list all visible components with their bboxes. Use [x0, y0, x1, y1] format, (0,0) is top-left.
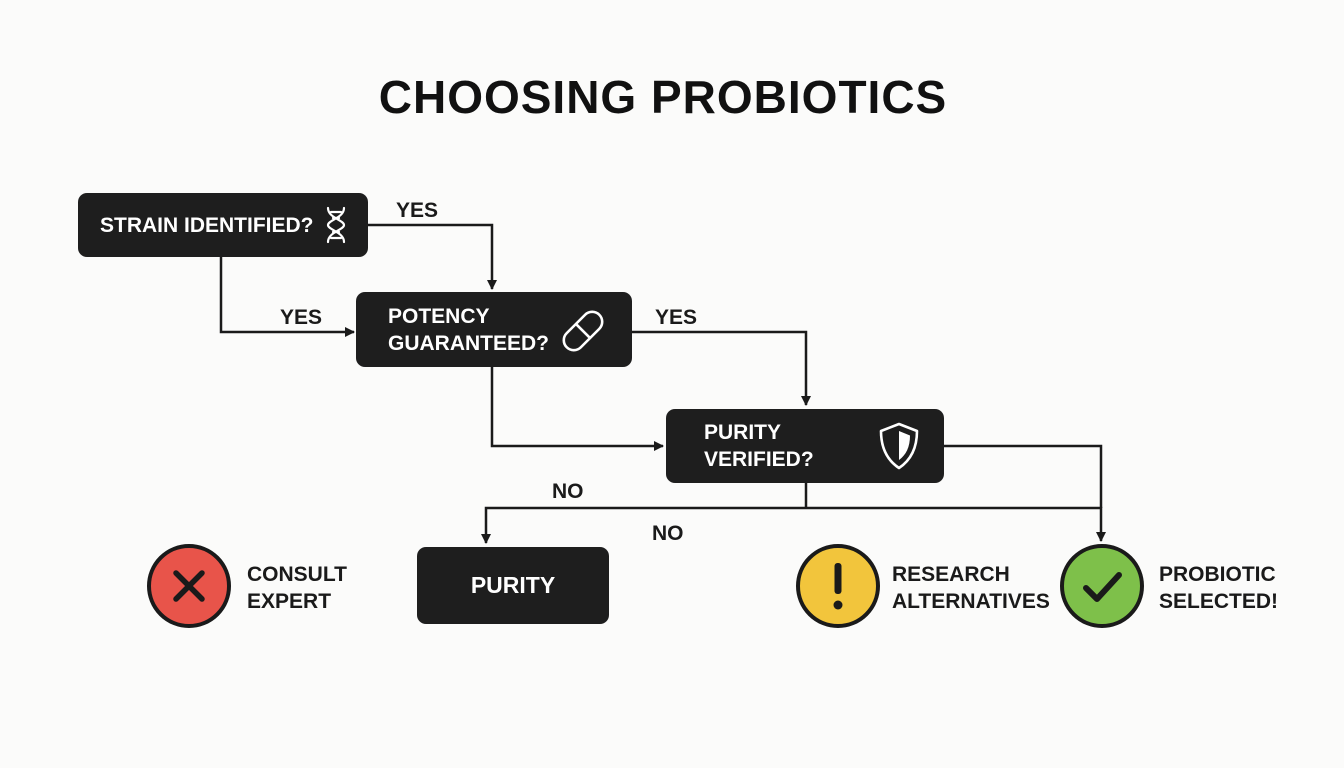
node-label-line1: PURITY [704, 421, 782, 444]
dna-icon [323, 206, 349, 251]
research-alternatives-circle [795, 543, 881, 634]
edge-potency-to-purity-top [632, 330, 811, 406]
edge-potency-to-purity-left [490, 367, 664, 451]
edge-label-yes: YES [396, 199, 439, 222]
edge-strain-to-potency-top [368, 223, 497, 290]
edge-strain-to-potency-left [219, 257, 355, 337]
edge-purity-to-selected [944, 444, 1103, 508]
outcome-consult-expert: CONSULT EXPERT [247, 561, 347, 615]
shield-icon [876, 421, 922, 478]
node-label: STRAIN IDENTIFIED? [100, 213, 314, 237]
edge-label-no: NO [552, 480, 584, 503]
edge-label-yes: YES [655, 306, 698, 329]
outcome-probiotic-selected: PROBIOTIC SELECTED! [1159, 561, 1278, 615]
node-strain-identified: STRAIN IDENTIFIED? [78, 193, 368, 257]
checkmark-icon [1083, 572, 1122, 602]
outcome-research-alternatives: RESEARCH ALTERNATIVES [892, 561, 1050, 615]
x-icon [173, 570, 205, 602]
node-label-line2: GUARANTEED? [388, 331, 549, 355]
edge-label-no: NO [652, 522, 684, 545]
probiotic-selected-circle [1059, 543, 1145, 634]
node-label: PURITY [470, 572, 556, 598]
node-label-line1: POTENCY [388, 304, 490, 328]
node-potency-guaranteed: POTENCY GUARANTEED? [356, 292, 632, 367]
outcome-line2: EXPERT [247, 590, 332, 613]
exclamation-icon [833, 563, 843, 610]
diagram-title: CHOOSING PROBIOTICS [378, 71, 948, 123]
outcome-line2: SELECTED! [1159, 590, 1279, 613]
node-label-line2: VERIFIED? [704, 448, 814, 471]
capsule-icon [556, 304, 610, 365]
consult-expert-circle [146, 543, 232, 634]
edge-label-yes: YES [280, 306, 323, 329]
edge-split-left [481, 506, 806, 544]
outcome-line1: CONSULT [247, 563, 347, 586]
node-purity: PURITY [417, 547, 609, 624]
outcome-line1: RESEARCH [892, 563, 1010, 586]
outcome-line1: PROBIOTIC [1159, 563, 1276, 586]
edge-split-right [806, 506, 1106, 542]
outcome-line2: ALTERNATIVES [892, 590, 1050, 613]
node-purity-verified: PURITY VERIFIED? [666, 409, 944, 483]
